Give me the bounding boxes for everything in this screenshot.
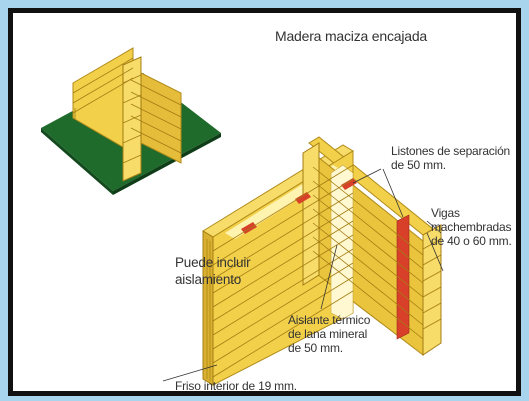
label-line: de lana mineral	[288, 327, 368, 341]
label-aislante: Aislante térmico de lana mineral de 50 m…	[288, 313, 428, 355]
label-line: de 40 o 60 mm.	[431, 234, 512, 248]
label-vigas: Vigas machembradas de 40 o 60 mm.	[431, 206, 529, 248]
green-base-edge	[41, 128, 113, 195]
diagram-title: Madera maciza encajada	[275, 28, 428, 44]
left-wall-end	[202, 230, 214, 386]
corner-post	[302, 142, 320, 286]
label-line: Aislante térmico	[288, 313, 371, 327]
wall-diagram	[41, 47, 444, 386]
label-line: de 50 mm.	[288, 341, 343, 355]
wall-cutaway	[202, 136, 442, 386]
spacer-vertical	[396, 214, 410, 340]
label-friso: Friso interior de 19 mm.	[175, 379, 297, 393]
diagram-frame: Madera maciza encajada Listones de separ…	[8, 8, 521, 396]
leader-lines	[162, 168, 444, 382]
spacer	[295, 192, 311, 204]
label-line: Vigas	[431, 206, 460, 220]
label-puede-incluir: Puede incluir aislamiento	[175, 254, 251, 288]
label-line: Puede incluir	[175, 255, 251, 270]
green-base-edge	[113, 133, 221, 195]
corner-model	[41, 47, 221, 195]
label-line: de 50 mm.	[391, 158, 446, 172]
label-listones: Listones de separación de 50 mm.	[391, 144, 529, 172]
label-line: Listones de separación	[391, 144, 511, 158]
label-line: aislamiento	[175, 272, 242, 287]
spacer	[341, 178, 357, 190]
label-line: machembradas	[431, 220, 512, 234]
